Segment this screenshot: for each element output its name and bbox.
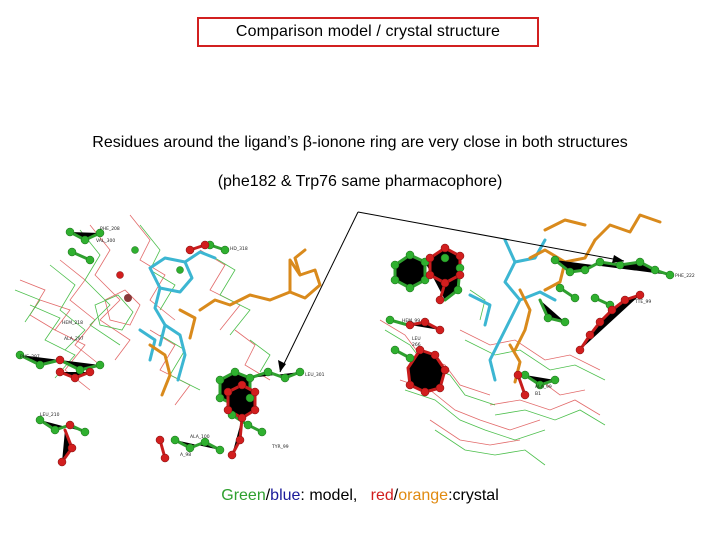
left-metal-center (124, 294, 132, 302)
title-box: Comparison model / crystal structure (197, 17, 539, 47)
left-orange-ligand (148, 248, 322, 397)
svg-text:HEM_218: HEM_218 (62, 320, 83, 326)
svg-text:ALA_99: ALA_99 (535, 384, 552, 390)
svg-text:B1: B1 (535, 391, 541, 397)
pharmacophore-arrows (279, 211, 625, 373)
right-atoms-red (405, 243, 645, 400)
svg-text:PHE_297: PHE_297 (20, 354, 40, 360)
legend-red: red (370, 487, 394, 504)
left-cyan-ligand (138, 250, 217, 382)
svg-text:PHE_222: PHE_222 (675, 273, 695, 279)
svg-text:TTE_99: TTE_99 (634, 299, 651, 305)
svg-text:ALA_100: ALA_100 (190, 434, 210, 440)
legend-green: Green (221, 487, 266, 504)
left-ball-stick-red (58, 243, 257, 464)
title: Comparison model / crystal structure (235, 23, 501, 40)
statement-prefix: Residues around the ligand’s (92, 134, 303, 151)
legend-blue: blue (270, 487, 301, 504)
legend-orange: orange (398, 487, 449, 504)
legend-crystal: :crystal (448, 487, 499, 504)
svg-text:PHE_208: PHE_208 (100, 226, 120, 232)
right-residue-labels: PHE_222 TTE_99 HEM_99 LEU 266 ALA_99 B1 (402, 273, 695, 397)
statement-suffix: -ionone ring are very close in both stru… (312, 134, 628, 151)
left-residue-labels: PHE_208 VAL_300 HD_318 HEM_218 ALA_297 P… (20, 226, 325, 458)
color-legend: Green/blue: model, red/orange:crystal (0, 487, 720, 505)
svg-text:HD_318: HD_318 (230, 246, 248, 252)
left-atoms-green (15, 227, 305, 455)
svg-text:LEU_301: LEU_301 (305, 372, 325, 378)
pharmacophore-note: (phe182 & Trp76 same pharmacophore) (217, 173, 503, 190)
legend-sep-2: / (393, 487, 399, 504)
left-atoms-red (55, 240, 260, 467)
svg-text:266: 266 (412, 342, 421, 348)
svg-text:ALA_297: ALA_297 (64, 336, 84, 342)
svg-text:TYR_99: TYR_99 (271, 444, 289, 450)
svg-text:A_98: A_98 (180, 452, 191, 458)
legend-sep-1: / (265, 487, 271, 504)
svg-text:VAL_300: VAL_300 (96, 238, 115, 244)
right-orange-ligand (508, 213, 662, 384)
svg-text:LEU: LEU (412, 336, 421, 342)
molecular-structures-figure: PHE_208 VAL_300 HD_318 HEM_218 ALA_297 P… (14, 211, 695, 467)
arrowheads (278, 255, 624, 372)
svg-text:LEU_210: LEU_210 (40, 412, 60, 418)
statement-line: Residues around the ligand’s β-ionone ri… (0, 134, 720, 152)
svg-text:HEM_99: HEM_99 (402, 318, 420, 324)
beta-symbol: β (302, 134, 312, 151)
legend-model: : model, (300, 487, 371, 504)
